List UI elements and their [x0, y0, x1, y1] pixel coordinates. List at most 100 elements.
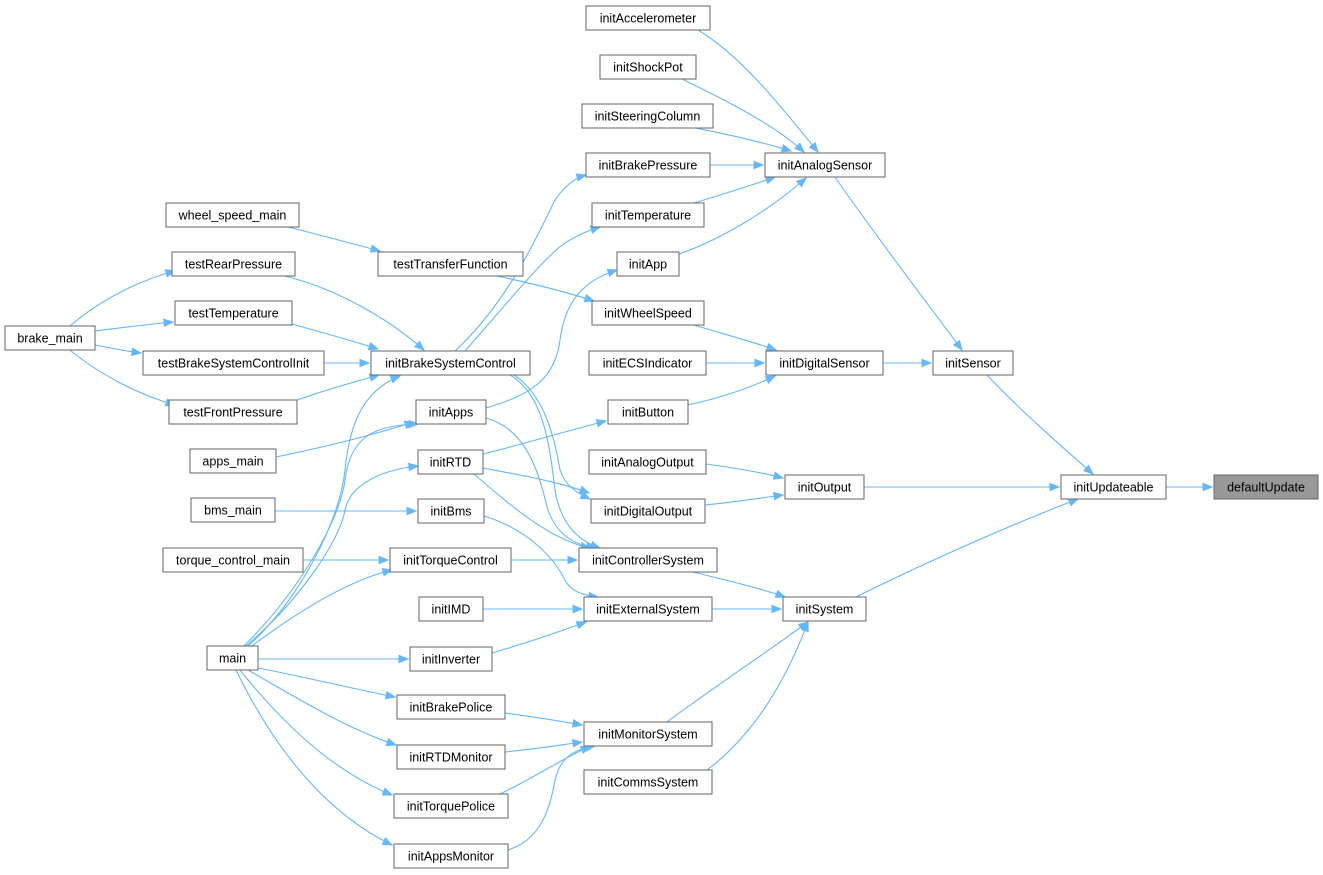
edge-initDigitalOutput-to-initOutput	[704, 491, 785, 506]
arrowhead-icon	[575, 173, 588, 182]
node-initApps[interactable]: initApps	[415, 399, 487, 425]
edge-line	[491, 621, 587, 654]
edge-line	[245, 465, 419, 647]
node-label: initApps	[429, 406, 473, 420]
edge-initDigitalSensor-to-initSensor	[883, 358, 933, 368]
node-initApp[interactable]: initApp	[616, 251, 680, 277]
edge-line	[695, 127, 792, 152]
node-initControllerSystem[interactable]: initControllerSystem	[578, 547, 718, 573]
node-layer: defaultUpdate initUpdateable initSensor ini…	[4, 5, 1319, 869]
node-box	[585, 152, 711, 178]
node-label: initWheelSpeed	[604, 307, 692, 321]
node-brake_main[interactable]: brake_main	[4, 325, 96, 351]
node-box	[417, 449, 484, 475]
edge-line	[251, 569, 393, 647]
node-box	[1060, 474, 1167, 500]
node-initAppsMonitor[interactable]: initAppsMonitor	[393, 843, 509, 869]
node-initBms[interactable]: initBms	[417, 498, 485, 524]
arrowhead-icon	[764, 176, 777, 185]
node-initAnalogSensor[interactable]: initAnalogSensor	[764, 152, 886, 178]
node-initAnalogOutput[interactable]: initAnalogOutput	[588, 449, 707, 475]
node-initAccelerometer[interactable]: initAccelerometer	[585, 5, 711, 31]
node-initRTD[interactable]: initRTD	[417, 449, 484, 475]
edge-testTemperature-to-initBrakeSystemControl	[291, 323, 380, 351]
node-initButton[interactable]: initButton	[607, 399, 689, 425]
node-box	[4, 325, 96, 351]
edge-line	[247, 669, 397, 746]
edge-initSteeringColumn-to-initAnalogSensor	[695, 127, 793, 153]
node-testTransferFunction[interactable]: testTransferFunction	[377, 251, 524, 277]
node-box	[162, 547, 304, 573]
node-initBrakeSystemControl[interactable]: initBrakeSystemControl	[370, 350, 531, 376]
node-initCommsSystem[interactable]: initCommsSystem	[583, 769, 713, 795]
node-initIMD[interactable]: initIMD	[418, 596, 484, 622]
node-initExternalSystem[interactable]: initExternalSystem	[583, 596, 713, 622]
node-label: testTemperature	[188, 307, 278, 321]
node-box	[189, 448, 277, 474]
node-initECSIndicator[interactable]: initECSIndicator	[588, 350, 707, 376]
node-box	[764, 152, 886, 178]
edge-torque_control_main-to-initTorqueControl	[303, 555, 390, 565]
edge-line	[235, 669, 393, 846]
node-initShockPot[interactable]: initShockPot	[599, 54, 697, 80]
node-label: initBms	[431, 505, 472, 519]
edge-testFrontPressure-to-initBrakeSystemControl	[296, 373, 381, 401]
node-initOutput[interactable]: initOutput	[784, 474, 865, 500]
node-box	[142, 350, 325, 376]
node-initBrakePressure[interactable]: initBrakePressure	[585, 152, 711, 178]
edge-line	[485, 417, 597, 549]
edge-initInverter-to-initExternalSystem	[491, 621, 588, 654]
node-testFrontPressure[interactable]: testFrontPressure	[168, 399, 298, 425]
edge-line	[692, 571, 786, 598]
edge-initBrakePolice-to-initMonitorSystem	[504, 712, 584, 728]
arrowhead-icon	[1202, 482, 1214, 492]
node-wheel_speed_main[interactable]: wheel_speed_main	[165, 202, 300, 228]
arrowhead-icon	[163, 318, 175, 328]
node-label: initIMD	[432, 603, 471, 617]
arrowhead-icon	[579, 491, 592, 500]
edge-initApps-to-initControllerSystem	[485, 417, 598, 552]
node-initSensor[interactable]: initSensor	[932, 350, 1014, 376]
node-testRearPressure[interactable]: testRearPressure	[171, 251, 296, 277]
edge-line	[509, 374, 601, 549]
edge-line	[291, 323, 379, 350]
node-defaultUpdate[interactable]: defaultUpdate	[1213, 474, 1319, 500]
edge-initTorqueControl-to-initControllerSystem	[511, 555, 579, 565]
edge-line	[504, 712, 583, 726]
edge-initRTD-to-initButton	[482, 419, 608, 455]
node-apps_main[interactable]: apps_main	[189, 448, 277, 474]
node-initDigitalSensor[interactable]: initDigitalSensor	[765, 350, 884, 376]
arrowhead-icon	[754, 358, 766, 368]
node-bms_main[interactable]: bms_main	[190, 497, 276, 523]
node-box	[396, 694, 506, 720]
node-label: initShockPot	[613, 61, 683, 75]
node-testBrakeSystemControlInit[interactable]: testBrakeSystemControlInit	[142, 350, 325, 376]
edge-line	[834, 176, 963, 351]
edge-initApp-to-initAnalogSensor	[678, 177, 808, 255]
node-initTorqueControl[interactable]: initTorqueControl	[389, 547, 512, 573]
node-torque_control_main[interactable]: torque_control_main	[162, 547, 304, 573]
edge-line	[243, 423, 419, 647]
node-initTorquePolice[interactable]: initTorquePolice	[393, 793, 509, 819]
node-initMonitorSystem[interactable]: initMonitorSystem	[583, 721, 713, 747]
node-initSystem[interactable]: initSystem	[782, 596, 867, 622]
node-initTemperature[interactable]: initTemperature	[591, 202, 705, 228]
node-initDigitalOutput[interactable]: initDigitalOutput	[590, 498, 706, 524]
node-label: initAnalogOutput	[601, 456, 694, 470]
node-box	[417, 498, 485, 524]
node-initInverter[interactable]: initInverter	[409, 646, 493, 672]
node-main[interactable]: main	[206, 645, 259, 671]
node-testTemperature[interactable]: testTemperature	[174, 300, 293, 326]
edge-line	[678, 177, 807, 255]
node-label: initButton	[622, 406, 674, 420]
edge-line	[485, 269, 618, 409]
node-initUpdateable[interactable]: initUpdateable	[1060, 474, 1167, 500]
arrowhead-icon	[384, 690, 397, 700]
edge-initBrakeSystemControl-to-initDigitalOutput	[513, 374, 592, 500]
node-box	[174, 300, 293, 326]
node-initRTDMonitor[interactable]: initRTDMonitor	[396, 744, 506, 770]
node-initSteeringColumn[interactable]: initSteeringColumn	[581, 103, 714, 129]
node-initBrakePolice[interactable]: initBrakePolice	[396, 694, 506, 720]
edge-line	[482, 420, 607, 455]
node-initWheelSpeed[interactable]: initWheelSpeed	[591, 300, 705, 326]
